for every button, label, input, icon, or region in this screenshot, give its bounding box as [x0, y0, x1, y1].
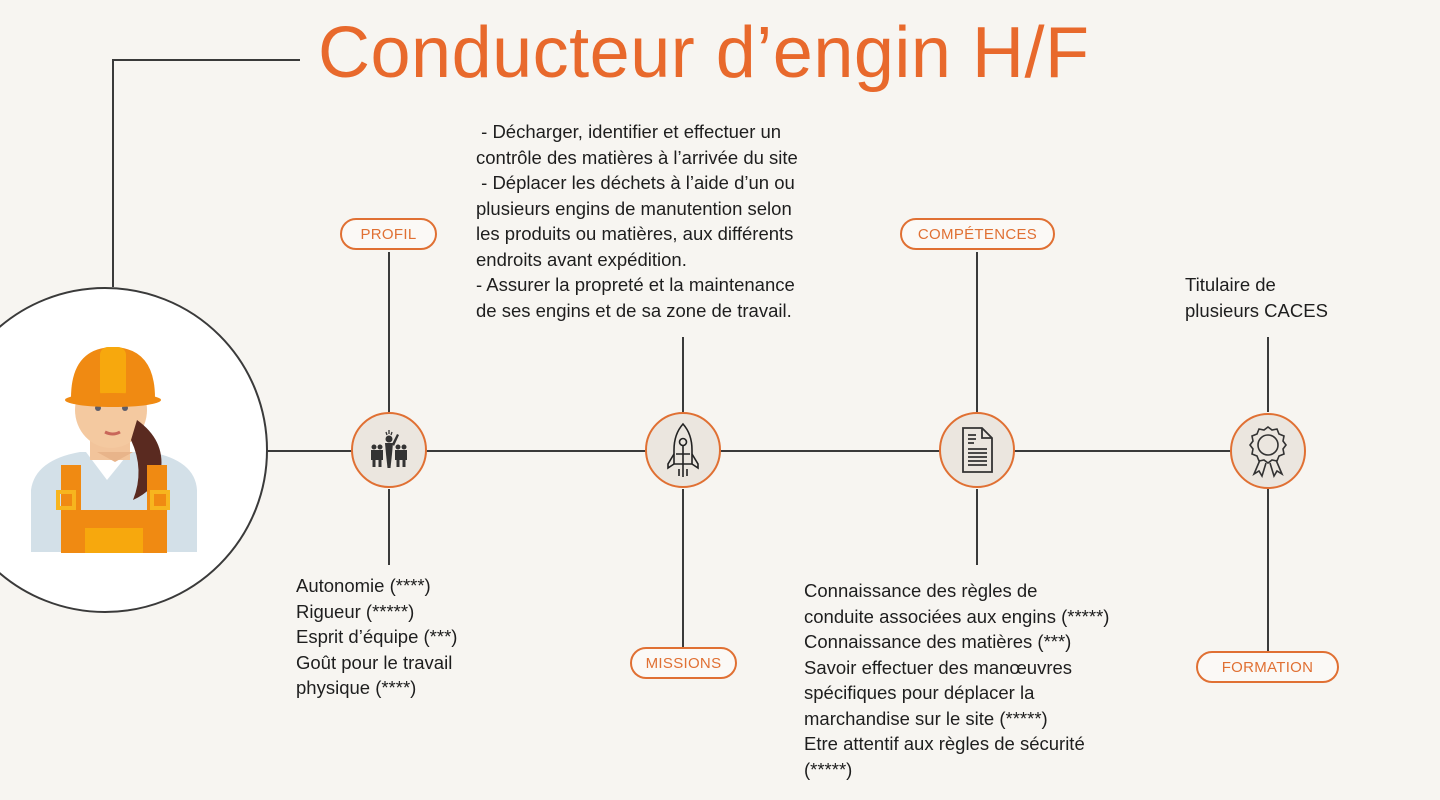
competences-node	[939, 412, 1015, 488]
profil-line: physique (****)	[296, 677, 417, 698]
page-title: Conducteur d’engin H/F	[318, 13, 1090, 93]
profil-badge: PROFIL	[340, 218, 437, 250]
competences-line: conduite associées aux engins (*****)	[804, 605, 1110, 627]
missions-line: endroits avant expédition.	[476, 248, 687, 270]
formation-node	[1230, 413, 1306, 489]
missions-node	[645, 412, 721, 488]
missions-line: - Décharger, identifier et effectuer un	[476, 121, 782, 142]
missions-badge: MISSIONS	[630, 647, 737, 679]
missions-line: plusieurs engins de manutention selon	[476, 197, 792, 219]
formation-badge: FORMATION	[1196, 651, 1339, 683]
profil-line: Goût pour le travail	[296, 651, 453, 673]
profil-line: Esprit d’équipe (***)	[296, 626, 458, 647]
competences-line: (*****)	[804, 758, 853, 780]
formation-line: Titulaire de	[1185, 274, 1276, 295]
missions-line: - Déplacer les déchets à l’aide d’un ou	[476, 172, 795, 193]
award-ribbon-icon	[1249, 426, 1287, 478]
profil-line: Rigueur (*****)	[296, 600, 415, 622]
profil-text: Autonomie (****) Rigueur (*****) Esprit …	[296, 573, 457, 701]
worker-avatar	[31, 347, 197, 553]
competences-line: Connaissance des règles de	[804, 580, 1038, 601]
profil-node	[351, 412, 427, 488]
competences-line: spécifiques pour déplacer la	[804, 682, 1035, 703]
competences-line: Etre attentif aux règles de sécurité	[804, 733, 1085, 754]
team-leader-icon	[371, 430, 407, 468]
missions-line: de ses engins et de sa zone de travail.	[476, 299, 792, 321]
rocket-icon	[667, 422, 699, 477]
formation-line: plusieurs CACES	[1185, 299, 1328, 321]
formation-text: Titulaire de plusieurs CACES	[1185, 272, 1328, 323]
missions-line: - Assurer la propreté et la maintenance	[476, 274, 795, 295]
profil-line: Autonomie (****)	[296, 575, 431, 596]
missions-line: contrôle des matières à l’arrivée du sit…	[476, 146, 798, 168]
competences-line: Savoir effectuer des manœuvres	[804, 656, 1073, 678]
competences-text: Connaissance des règles de conduite asso…	[804, 578, 1109, 782]
competences-badge: COMPÉTENCES	[900, 218, 1055, 250]
missions-text: - Décharger, identifier et effectuer un …	[476, 119, 798, 323]
missions-line: les produits ou matières, aux différents	[476, 223, 794, 244]
competences-line: Connaissance des matières (***)	[804, 631, 1072, 652]
document-icon	[962, 427, 993, 473]
competences-line: marchandise sur le site (*****)	[804, 707, 1048, 729]
